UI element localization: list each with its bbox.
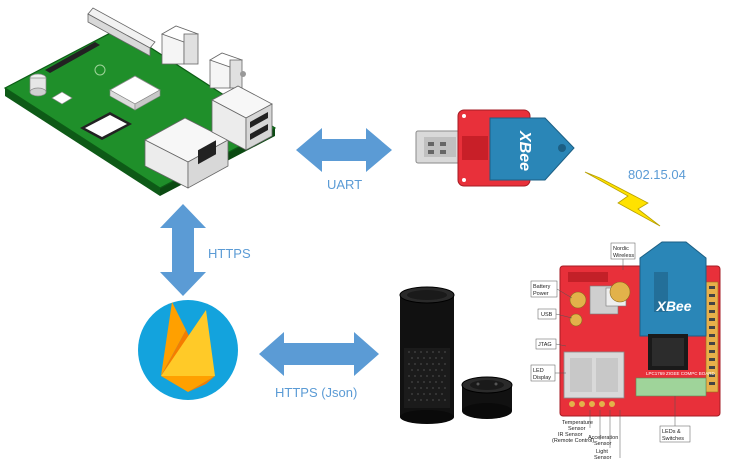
- board-xbee-label: XBee: [655, 298, 691, 314]
- amazon-echo-speaker: [399, 286, 455, 424]
- battery-callout-2: Power: [533, 291, 549, 297]
- led-display-callout-2: Display: [533, 375, 551, 381]
- firebase-flame-icon: [138, 300, 238, 400]
- amazon-echo-dot: [461, 376, 513, 419]
- https-arrow: [160, 204, 206, 296]
- lpc1769-zigbee-board: XBee LPC1769 ZIGEE COMPC BOARD: [530, 241, 721, 461]
- zigbee-label: 802.15.04: [628, 167, 686, 182]
- light-callout-2: Sensor: [594, 455, 612, 461]
- usb-callout: USB: [541, 312, 553, 318]
- led-display-callout-1: LED: [533, 368, 544, 374]
- light-callout-1: Light: [596, 449, 608, 455]
- https-json-arrow: [259, 332, 379, 376]
- ir-callout-2: (Remote Control): [552, 438, 594, 444]
- accel-callout-1: Acceleration: [588, 435, 618, 441]
- temp-callout-1: Temperature: [562, 420, 593, 426]
- https-json-label: HTTPS (Json): [275, 385, 357, 400]
- battery-callout-1: Battery: [533, 284, 551, 290]
- accel-callout-2: Sensor: [594, 441, 612, 447]
- ir-callout-1: IR Sensor: [558, 432, 583, 438]
- uart-arrow: [296, 128, 392, 172]
- xbee-dongle-label: XBee: [516, 130, 533, 171]
- uart-label: UART: [327, 177, 362, 192]
- nordic-callout-2: Wireless: [613, 253, 634, 259]
- jtag-callout: JTAG: [538, 342, 552, 348]
- https-label: HTTPS: [208, 246, 251, 261]
- temp-callout-2: Sensor: [568, 426, 586, 432]
- raspberry-pi-board: [3, 7, 277, 196]
- leds-switches-callout-1: LEDs &: [662, 429, 681, 435]
- lightning-bolt-icon: [584, 171, 661, 227]
- nordic-callout-1: Nordic: [613, 246, 629, 252]
- leds-switches-callout-2: Switches: [662, 436, 684, 442]
- board-silk-text: LPC1769 ZIGEE COMPC BOARD: [646, 371, 716, 376]
- xbee-usb-dongle: XBee: [415, 109, 575, 187]
